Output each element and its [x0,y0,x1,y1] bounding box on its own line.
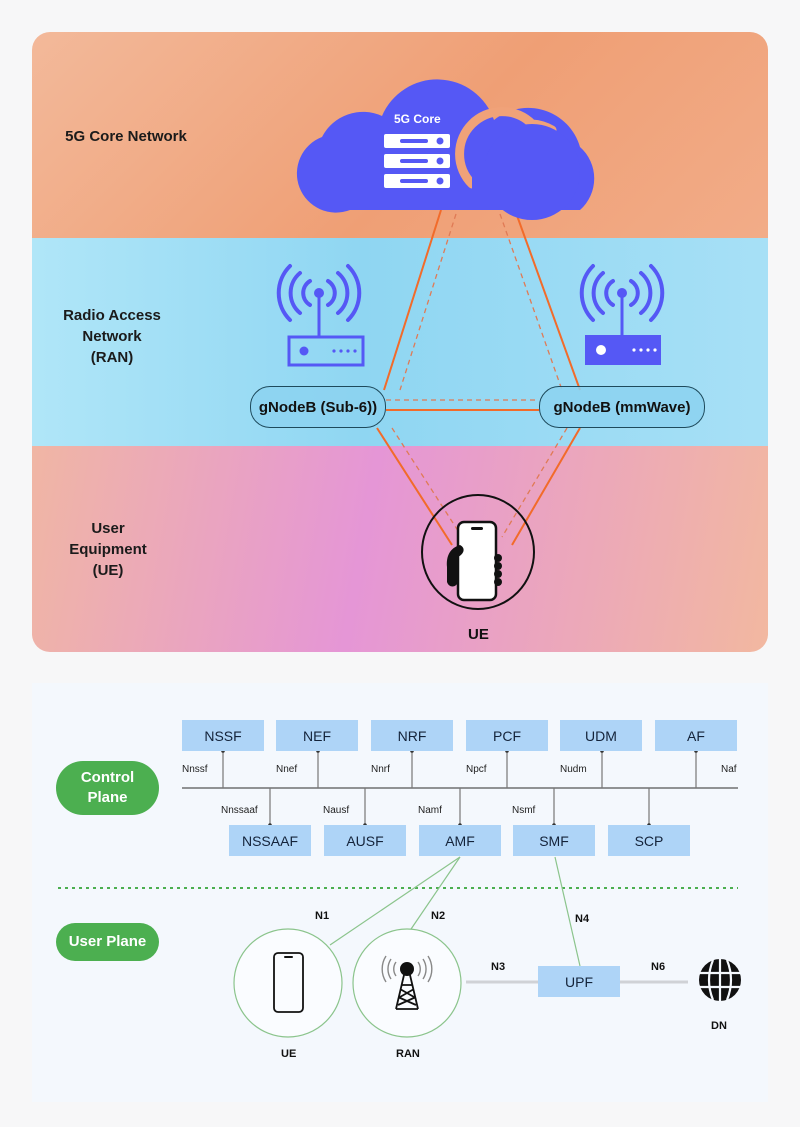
hand-holding-phone-icon [421,494,535,610]
mmwave-ue-link [511,427,581,546]
iface-nausf: Nausf [323,805,350,816]
gnodeb-sub6-node: gNodeB (Sub-6)) [250,386,386,428]
5g-core-cloud-icon [296,79,595,220]
nf-nssaaf: NSSAAF [229,825,311,856]
nf-nef: NEF [276,720,358,751]
n6-label: N6 [651,961,666,973]
ran-layer-label: Radio Access Network (RAN) [32,305,192,368]
ran-architecture-panel: 5G Core Network Radio Access Network (RA… [32,32,768,652]
n3-label: N3 [491,961,506,973]
control-plane-badge: Control Plane [56,761,159,815]
ue-layer-label: User Equipment (UE) [32,518,188,581]
cloud-label: 5G Core [394,112,441,126]
server-stack-icon [384,134,450,188]
iface-nsmf: Nsmf [512,805,536,816]
link-lines [376,209,581,546]
service-based-architecture-panel: Control Plane User Plane NSSF NEF NRF PC… [32,683,768,1102]
iface-npcf: Npcf [466,764,487,775]
nf-smf: SMF [513,825,595,856]
iface-namf: Namf [418,805,442,816]
router-antenna-filled-icon [579,264,665,365]
nf-udm: UDM [560,720,642,751]
top-diagram-graphics [276,79,665,610]
core-sub6-dashed-link [399,213,457,391]
ue-label-line: User [91,520,125,537]
mmwave-ue-dashed-link [501,427,568,538]
iface-nnssf: Nnssf [182,764,208,775]
nf-upf: UPF [538,966,620,997]
bottom-nf-connectors [269,788,650,825]
iface-nnrf: Nnrf [371,764,390,775]
nf-af: AF [655,720,737,751]
user-plane-badge: User Plane [56,923,159,961]
ran-label-line: Network [82,328,142,345]
router-antenna-outline-icon [276,264,365,367]
control-user-links [329,856,581,967]
ran-node-circle [352,928,462,1038]
core-sub6-link [383,209,442,391]
iface-nnssaaf: Nnssaaf [221,805,258,816]
iface-naf: Naf [721,764,737,775]
nf-amf: AMF [419,825,501,856]
nf-nssf: NSSF [182,720,264,751]
dn-caption: DN [711,1020,727,1032]
nf-pcf: PCF [466,720,548,751]
ue-caption: UE [281,1048,297,1060]
dashed-link-lines [386,213,568,538]
globe-icon [699,959,741,1001]
sba-graphics [58,749,741,1038]
sub6-ue-dashed-link [391,427,463,538]
ue-label-line: Equipment [69,541,147,558]
user-equipment-layer [32,446,768,652]
nf-nrf: NRF [371,720,453,751]
n2-link [406,856,461,936]
core-mmwave-link [514,209,581,391]
top-nf-connectors [222,751,697,788]
control-plane-label-line: Plane [87,789,128,806]
ran-label-line: Radio Access [63,307,161,324]
n2-label: N2 [431,910,446,922]
n1-link [329,856,461,946]
n4-link [554,856,581,967]
smartphone-icon [273,952,304,1013]
nf-ausf: AUSF [324,825,406,856]
core-layer-label: 5G Core Network [65,128,187,145]
n4-label: N4 [575,913,590,925]
sub6-ue-link [376,427,453,546]
gnodeb-mmwave-node: gNodeB (mmWave) [539,386,705,428]
cell-tower-icon [381,955,433,1010]
ue-label-line: (UE) [92,562,124,579]
ue-node-label: UE [468,626,489,643]
control-plane-label-line: Control [80,769,135,786]
iface-nnef: Nnef [276,764,298,775]
ran-caption: RAN [396,1048,420,1060]
nf-scp: SCP [608,825,690,856]
core-mmwave-dashed-link [499,213,563,391]
ran-label-line: (RAN) [90,349,134,366]
n1-label: N1 [315,910,330,922]
ue-node-circle [233,928,343,1038]
iface-nudm: Nudm [560,764,587,775]
